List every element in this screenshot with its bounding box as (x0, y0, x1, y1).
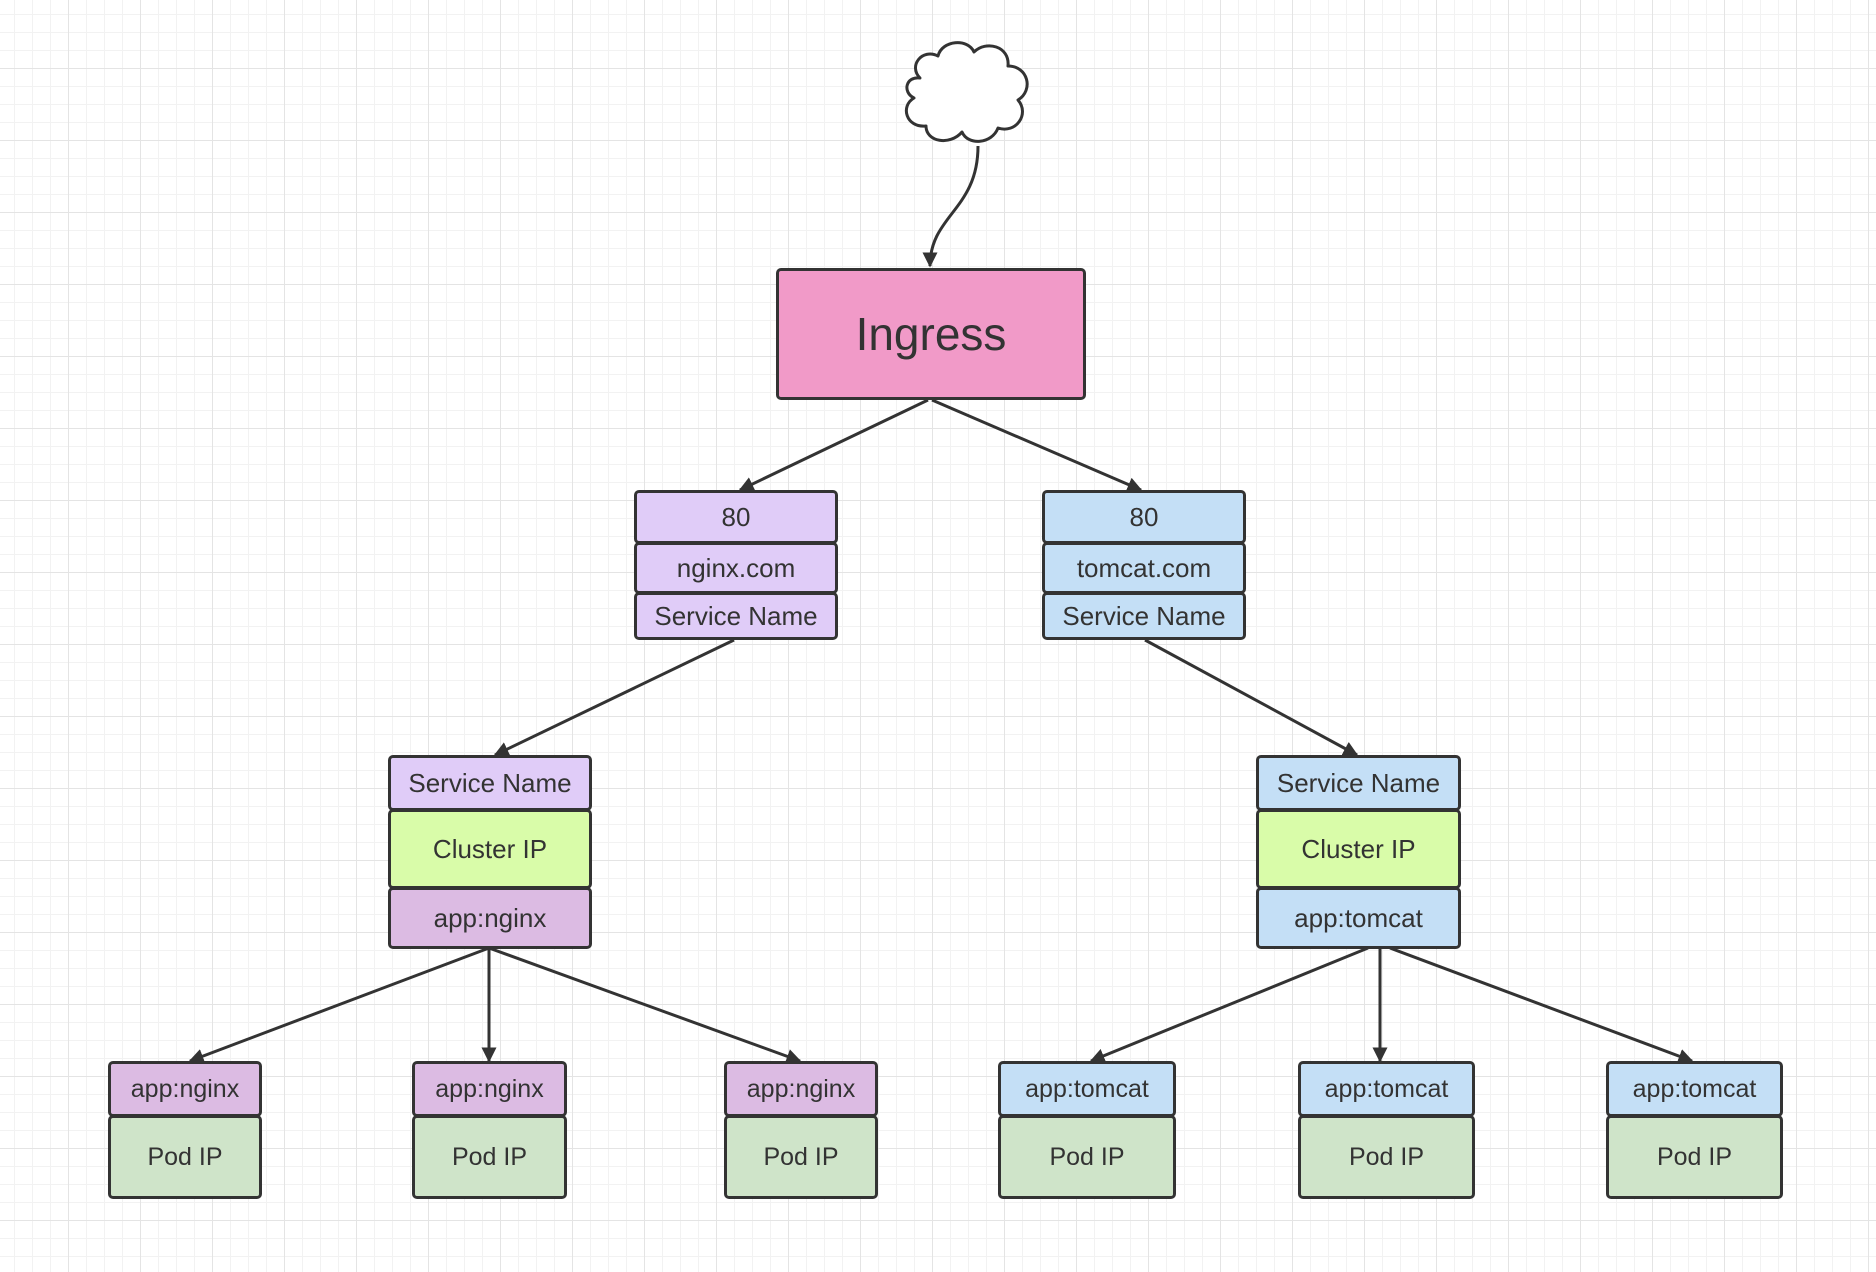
edge-cloud-to-ingress (922, 145, 980, 268)
tomcat-rule-service-label: Service Name (1062, 600, 1226, 631)
tomcat-pod-3-ip[interactable]: Pod IP (1606, 1115, 1783, 1199)
nginx-pod-1-ip-text: Pod IP (147, 1142, 223, 1171)
tomcat-pod-1-ip-text: Pod IP (1049, 1142, 1125, 1171)
tomcat-pod-1-ip[interactable]: Pod IP (998, 1115, 1176, 1199)
cloud-icon (904, 41, 1029, 143)
nginx-rule-host[interactable]: nginx.com (634, 542, 838, 594)
edge-nginx-service-to-pod-3 (488, 946, 802, 1064)
tomcat-pod-2-ip-text: Pod IP (1348, 1142, 1425, 1171)
ingress-node[interactable]: Ingress (776, 268, 1086, 400)
nginx-cluster-ip-label: Cluster IP (432, 833, 548, 864)
tomcat-cluster-ip[interactable]: Cluster IP (1256, 809, 1461, 889)
edge-ingress-to-tomcat-rule (931, 398, 1143, 492)
nginx-pod-2-label[interactable]: app:nginx (412, 1061, 567, 1117)
tomcat-rule-port-label: 80 (1129, 501, 1159, 532)
edge-tomcat-service-to-pod-1 (1089, 946, 1369, 1063)
edge-nginx-service-to-pod-1 (188, 946, 490, 1064)
nginx-pod-3-label-text: app:nginx (746, 1074, 856, 1103)
edge-tomcat-service-to-pod-3 (1389, 946, 1694, 1064)
tomcat-service-name-label: Service Name (1276, 767, 1441, 798)
nginx-pod-2-ip-text: Pod IP (451, 1142, 528, 1171)
nginx-pod-3-label[interactable]: app:nginx (724, 1061, 878, 1117)
tomcat-pod-3-label[interactable]: app:tomcat (1606, 1061, 1783, 1117)
tomcat-service-selector[interactable]: app:tomcat (1256, 887, 1461, 949)
tomcat-pod-2-label[interactable]: app:tomcat (1298, 1061, 1475, 1117)
nginx-pod-1-ip[interactable]: Pod IP (108, 1115, 262, 1199)
nginx-service-name-label: Service Name (408, 767, 572, 798)
nginx-rule-port[interactable]: 80 (634, 490, 838, 544)
tomcat-rule-host-label: tomcat.com (1076, 552, 1212, 583)
nginx-service-selector-label: app:nginx (433, 902, 547, 933)
tomcat-pod-2-label-text: app:tomcat (1324, 1074, 1449, 1103)
tomcat-pod-1-label-text: app:tomcat (1025, 1074, 1149, 1103)
tomcat-rule-service[interactable]: Service Name (1042, 592, 1246, 640)
nginx-service-selector[interactable]: app:nginx (388, 887, 592, 949)
tomcat-pod-3-label-text: app:tomcat (1632, 1074, 1757, 1103)
nginx-service-name[interactable]: Service Name (388, 755, 592, 811)
nginx-pod-1-label[interactable]: app:nginx (108, 1061, 262, 1117)
edge-nginx-rule-to-service (493, 638, 735, 757)
tomcat-service-name[interactable]: Service Name (1256, 755, 1461, 811)
nginx-pod-3-ip-text: Pod IP (763, 1142, 839, 1171)
tomcat-cluster-ip-label: Cluster IP (1301, 833, 1416, 864)
tomcat-pod-1-label[interactable]: app:tomcat (998, 1061, 1176, 1117)
nginx-pod-2-label-text: app:nginx (435, 1074, 544, 1103)
nginx-rule-service[interactable]: Service Name (634, 592, 838, 640)
tomcat-service-selector-label: app:tomcat (1294, 902, 1423, 933)
tomcat-rule-host[interactable]: tomcat.com (1042, 542, 1246, 594)
edge-ingress-to-nginx-rule (738, 398, 929, 492)
nginx-pod-1-label-text: app:nginx (130, 1074, 240, 1103)
edge-tomcat-rule-to-service (1144, 638, 1359, 757)
nginx-cluster-ip[interactable]: Cluster IP (388, 809, 592, 889)
nginx-pod-3-ip[interactable]: Pod IP (724, 1115, 878, 1199)
nginx-rule-host-label: nginx.com (676, 552, 796, 583)
nginx-pod-2-ip[interactable]: Pod IP (412, 1115, 567, 1199)
tomcat-pod-3-ip-text: Pod IP (1656, 1142, 1733, 1171)
tomcat-rule-port[interactable]: 80 (1042, 490, 1246, 544)
nginx-rule-port-label: 80 (721, 501, 751, 532)
ingress-label: Ingress (855, 308, 1007, 360)
tomcat-pod-2-ip[interactable]: Pod IP (1298, 1115, 1475, 1199)
nginx-rule-service-label: Service Name (654, 600, 818, 631)
